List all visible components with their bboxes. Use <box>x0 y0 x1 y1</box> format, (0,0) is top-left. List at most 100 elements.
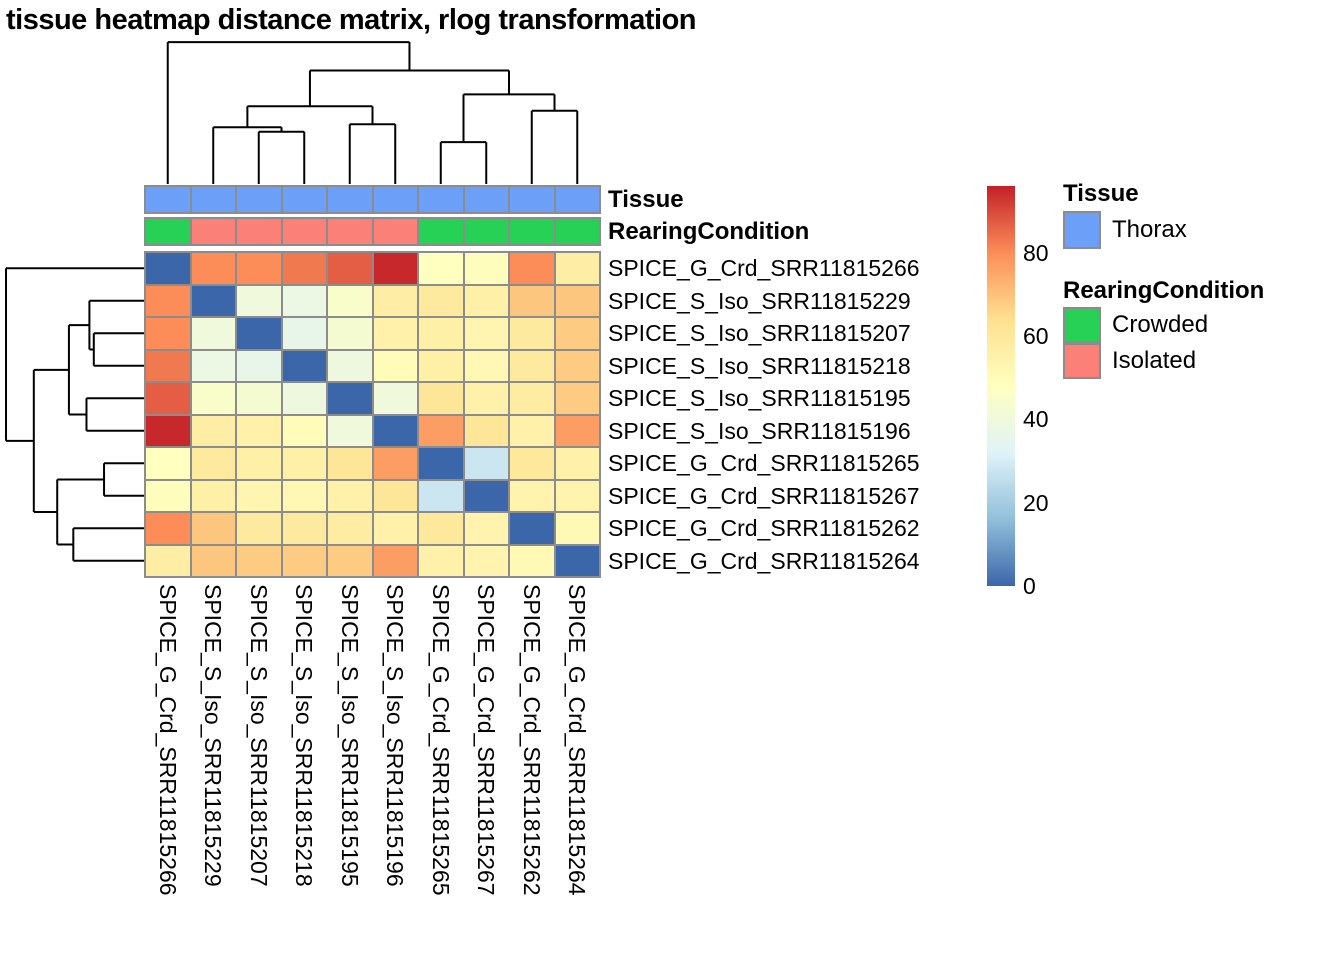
column-label: SPICE_S_Iso_SRR11815207 <box>245 584 272 887</box>
rearing-annotation-cell <box>190 218 236 245</box>
heatmap-cell <box>554 447 600 480</box>
heatmap-cell <box>190 512 236 545</box>
heatmap-cell <box>281 479 327 512</box>
heatmap-cell <box>145 447 191 480</box>
heatmap-cell <box>236 447 282 480</box>
heatmap-cell <box>372 414 418 447</box>
column-label: SPICE_S_Iso_SRR11815195 <box>336 584 363 887</box>
heatmap-cell <box>281 349 327 382</box>
rearing-annotation-cell <box>418 218 464 245</box>
rearing-condition-annotation-bar <box>144 217 601 246</box>
row-label: SPICE_G_Crd_SRR11815266 <box>608 255 920 281</box>
heatmap-cell <box>236 349 282 382</box>
legend-rearing-title: RearingCondition <box>1063 277 1265 304</box>
heatmap-cell <box>190 447 236 480</box>
heatmap-cell <box>281 447 327 480</box>
heatmap-cell <box>372 512 418 545</box>
heatmap-cell <box>463 447 509 480</box>
colorbar-tick-label: 20 <box>1023 489 1049 516</box>
heatmap-cell <box>236 284 282 317</box>
rearing-annotation-cell <box>463 218 509 245</box>
colorbar-tick-label: 80 <box>1023 239 1049 266</box>
heatmap-cell <box>418 252 464 285</box>
colorbar <box>987 186 1015 586</box>
heatmap-cell <box>554 349 600 382</box>
heatmap-cell <box>554 252 600 285</box>
heatmap-cell <box>418 317 464 350</box>
heatmap-cell <box>463 479 509 512</box>
page-title: tissue heatmap distance matrix, rlog tra… <box>6 4 697 36</box>
tissue-annotation-cell <box>190 186 236 213</box>
column-label: SPICE_G_Crd_SRR11815262 <box>518 584 545 896</box>
heatmap-cell <box>463 382 509 415</box>
row-label: SPICE_G_Crd_SRR11815267 <box>608 482 920 509</box>
heatmap-cell <box>509 317 555 350</box>
heatmap-cell <box>327 382 373 415</box>
rearing-annotation-cell <box>372 218 418 245</box>
heatmap-cell <box>190 317 236 350</box>
heatmap-cell <box>463 349 509 382</box>
heatmap-cell <box>418 479 464 512</box>
heatmap-cell <box>145 317 191 350</box>
heatmap-cell <box>145 284 191 317</box>
row-label: SPICE_S_Iso_SRR11815195 <box>608 385 911 411</box>
heatmap-cell <box>463 544 509 577</box>
heatmap-cell <box>236 512 282 545</box>
heatmap-cell <box>509 414 555 447</box>
heatmap-cell <box>372 382 418 415</box>
heatmap-cell <box>236 382 282 415</box>
rearing-annotation-cell <box>327 218 373 245</box>
tissue-annotation-cell <box>509 186 555 213</box>
heatmap-cell <box>509 544 555 577</box>
heatmap-cell <box>554 414 600 447</box>
row-label: SPICE_S_Iso_SRR11815229 <box>608 287 911 314</box>
legend-tissue-title: Tissue <box>1063 180 1139 207</box>
heatmap-cell <box>281 512 327 545</box>
heatmap-cell <box>190 414 236 447</box>
legend-thorax-label: Thorax <box>1112 216 1187 243</box>
heatmap-cell <box>418 284 464 317</box>
heatmap-cell <box>327 252 373 285</box>
rearing-annotation-cell <box>145 218 191 245</box>
column-label: SPICE_G_Crd_SRR11815264 <box>564 584 591 896</box>
heatmap-cell <box>418 447 464 480</box>
heatmap-cell <box>372 284 418 317</box>
column-label: SPICE_G_Crd_SRR11815267 <box>473 584 500 896</box>
rearing-annotation-cell <box>509 218 555 245</box>
heatmap-cell <box>554 382 600 415</box>
row-label: SPICE_S_Iso_SRR11815218 <box>608 352 911 379</box>
heatmap-cell <box>145 414 191 447</box>
heatmap-cell <box>418 414 464 447</box>
rearing-annotation-cell <box>554 218 600 245</box>
heatmap-cell <box>236 252 282 285</box>
heatmap-cell <box>281 252 327 285</box>
heatmap-cell <box>509 252 555 285</box>
heatmap-cell <box>190 382 236 415</box>
heatmap-cell <box>554 317 600 350</box>
heatmap-cell <box>372 447 418 480</box>
heatmap-cell <box>418 512 464 545</box>
tissue-annotation-cell <box>554 186 600 213</box>
heatmap-cell <box>281 382 327 415</box>
heatmap-cell <box>509 284 555 317</box>
heatmap-cell <box>554 544 600 577</box>
heatmap-cell <box>554 479 600 512</box>
column-label: SPICE_S_Iso_SRR11815229 <box>200 584 227 887</box>
heatmap-cell <box>372 479 418 512</box>
colorbar-tick-label: 40 <box>1023 406 1049 433</box>
heatmap-cell <box>554 512 600 545</box>
heatmap-cell <box>509 382 555 415</box>
heatmap-cell <box>281 317 327 350</box>
heatmap-cell <box>418 349 464 382</box>
heatmap-cell <box>463 414 509 447</box>
row-label: SPICE_S_Iso_SRR11815196 <box>608 417 911 444</box>
heatmap-cell <box>372 349 418 382</box>
column-label: SPICE_S_Iso_SRR11815218 <box>291 584 318 887</box>
heatmap-cell <box>372 317 418 350</box>
legend-isolated-label: Isolated <box>1112 347 1197 374</box>
heatmap-cell <box>281 414 327 447</box>
thorax-color-swatch <box>1063 211 1101 249</box>
heatmap-cell <box>190 349 236 382</box>
